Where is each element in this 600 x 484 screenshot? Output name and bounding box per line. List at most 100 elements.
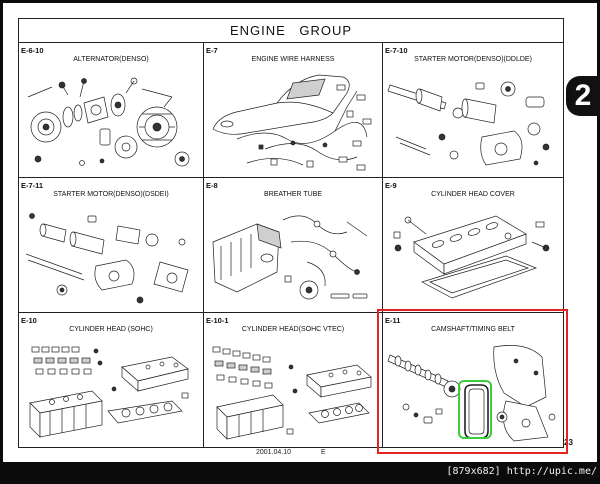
page-title: ENGINE GROUP <box>229 23 353 38</box>
diagram-part <box>548 413 556 421</box>
diagram-part <box>276 101 334 114</box>
diagram-part <box>71 368 80 375</box>
diagram-part <box>352 293 368 299</box>
panel-starter-motor-ddlde[interactable]: E-7-10 STARTER MOTOR(DENSO)(DDLDE) <box>382 42 563 177</box>
diagram-part <box>35 368 44 375</box>
diagram-part <box>81 357 91 364</box>
diagram-part <box>262 356 271 363</box>
diagram-part <box>212 74 350 135</box>
panel-engine-wire-harness[interactable]: E-7 ENGINE WIRE HARNESS <box>203 42 382 177</box>
diagram-part <box>49 404 87 435</box>
diagram-part <box>393 231 401 239</box>
diagram-part <box>61 346 70 353</box>
diagram-part <box>83 368 92 375</box>
panel-cylinder-head-sohc-vtec[interactable]: E-10-1 CYLINDER HEAD(SOHC VTEC) <box>203 312 382 447</box>
diagram-part <box>394 355 402 367</box>
camshaft-timing-belt-diagram <box>387 345 556 442</box>
diagram-part <box>399 142 431 156</box>
diagram-part <box>252 354 261 361</box>
diagram-part <box>527 122 541 136</box>
panel-code: E-6-10 <box>21 46 44 55</box>
wire-harness-diagram <box>212 74 372 171</box>
diagram-part <box>99 128 111 146</box>
diagram-part <box>27 86 53 98</box>
cylinder-head-cover-diagram <box>393 215 550 299</box>
diagram-part <box>423 416 433 424</box>
starter-motor-dsdei-diagram <box>25 213 189 304</box>
diagram-part <box>402 403 410 411</box>
panel-cylinder-head-sohc[interactable]: E-10 CYLINDER HEAD (SOHC) <box>19 312 203 447</box>
diagram-part <box>356 164 366 171</box>
diagram-part <box>238 410 264 437</box>
diagram-part <box>407 219 547 249</box>
diagram-part <box>49 399 55 405</box>
diagram-part <box>97 360 103 366</box>
diagram-part <box>63 396 69 402</box>
panel-title: ALTERNATOR(DENSO) <box>73 56 149 63</box>
alternator-diagram <box>27 77 190 167</box>
diagram-part <box>47 368 56 375</box>
diagram-part <box>226 362 236 369</box>
diagram-part <box>238 364 248 371</box>
diagram-part <box>29 213 35 219</box>
panel-code: E-10-1 <box>206 316 229 325</box>
diagram-part <box>338 156 348 163</box>
diagram-part <box>216 374 225 381</box>
panel-code: E-7-10 <box>385 46 408 55</box>
panel-title: STARTER MOTOR(DENSO)(DDLDE) <box>414 56 532 63</box>
diagram-part <box>90 104 102 116</box>
diagram-part <box>250 366 260 373</box>
diagram-part <box>59 368 68 375</box>
diagram-part <box>137 368 189 392</box>
diagram-part <box>395 136 427 150</box>
panel-title: CAMSHAFT/TIMING BELT <box>431 326 515 333</box>
diagram-part <box>236 122 368 144</box>
diagram-part <box>334 90 358 132</box>
diagram-part <box>413 215 527 265</box>
diagram-part <box>57 357 67 364</box>
diagram-part <box>214 360 224 367</box>
diagram-part <box>461 98 469 118</box>
breather-tube-diagram <box>212 215 368 300</box>
panel-starter-motor-dsdei[interactable]: E-7-11 STARTER MOTOR(DENSO)(DSDEI) <box>19 177 203 312</box>
diagram-part <box>252 380 261 387</box>
diagram-part <box>232 350 241 357</box>
diagram-part <box>93 348 99 354</box>
diagram-part <box>262 368 272 375</box>
diagram-part <box>306 160 314 168</box>
diagram-part <box>136 296 144 304</box>
diagram-part <box>152 122 162 132</box>
diagram-part <box>178 238 186 246</box>
diagram-part <box>77 394 83 400</box>
diagram-part <box>288 364 294 370</box>
diagram-part <box>521 418 531 428</box>
diagram-part <box>305 286 313 294</box>
diagram-part <box>493 345 547 408</box>
diagram-part <box>220 120 234 128</box>
panel-alternator[interactable]: E-6-10 ALTERNATOR(DENSO) <box>19 42 203 177</box>
diagram-part <box>352 140 362 147</box>
diagram-part <box>69 231 77 247</box>
watermark-text: [879x682] http://upic.me/ <box>446 466 597 477</box>
diagram-part <box>173 362 179 368</box>
diagram-part <box>424 369 432 381</box>
diagram-part <box>135 406 145 416</box>
panel-code: E-11 <box>385 316 401 325</box>
diagram-part <box>145 233 159 247</box>
diagram-part <box>111 386 117 392</box>
cylinder-head-sohc-diagram <box>29 346 189 438</box>
diagram-part <box>228 376 237 383</box>
panel-cylinder-head-cover[interactable]: E-9 CYLINDER HEAD COVER <box>382 177 563 312</box>
section-tab[interactable]: 2 <box>566 76 600 116</box>
diagram-part <box>322 142 328 148</box>
panel-camshaft-timing-belt[interactable]: E-11 CAMSHAFT/TIMING BELT <box>382 312 563 447</box>
panel-breather-tube[interactable]: E-8 BREATHER TUBE <box>203 177 382 312</box>
diagram-part <box>354 269 360 275</box>
panel-code: E-7 <box>206 46 218 55</box>
diagram-part <box>39 400 103 438</box>
diagram-part <box>415 88 423 104</box>
diagram-part <box>71 231 105 255</box>
diagram-part <box>220 234 252 280</box>
diagram-part <box>533 160 539 166</box>
diagram-part <box>356 370 362 376</box>
